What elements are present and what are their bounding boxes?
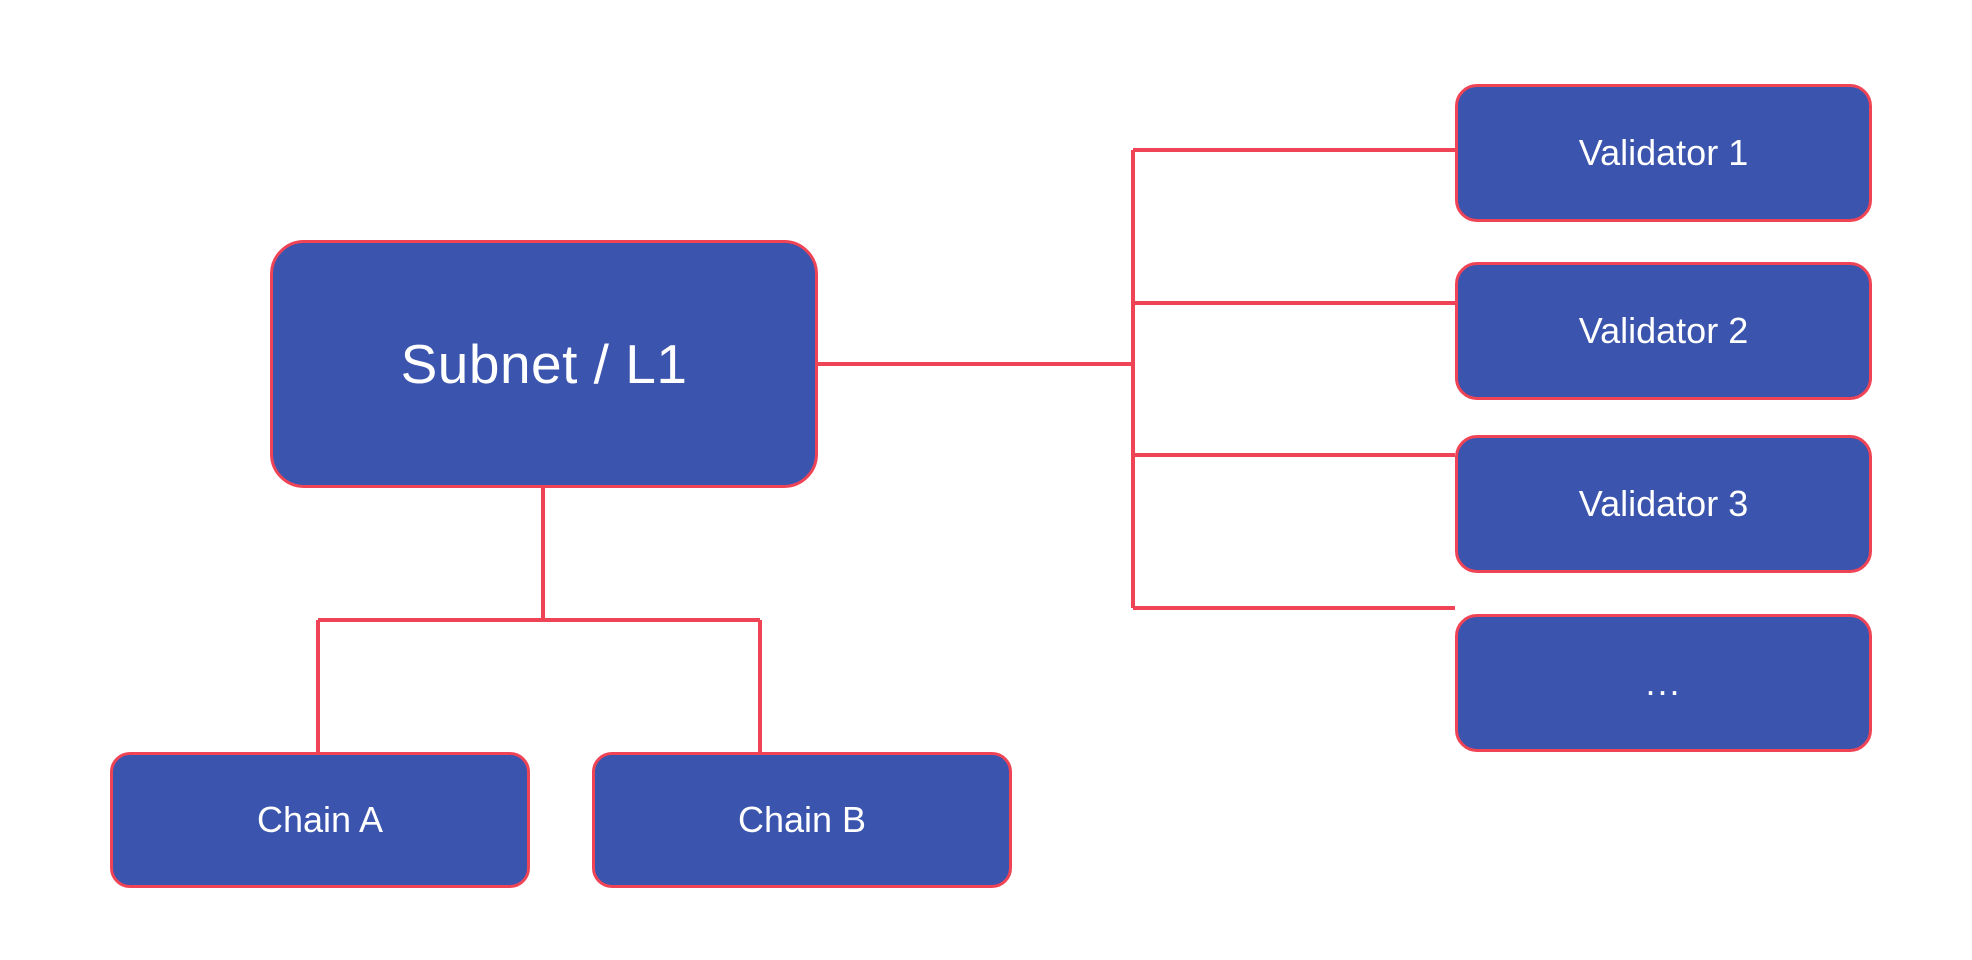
node-subnet-l1[interactable]: Subnet / L1 — [270, 240, 818, 488]
node-validator-3[interactable]: Validator 3 — [1455, 435, 1872, 573]
node-chain-b[interactable]: Chain B — [592, 752, 1012, 888]
node-validator-2-label: Validator 2 — [1578, 310, 1749, 352]
node-validator-1[interactable]: Validator 1 — [1455, 84, 1872, 222]
node-validator-1-label: Validator 1 — [1578, 132, 1749, 174]
node-validator-more[interactable]: ... — [1455, 614, 1872, 752]
node-chain-b-label: Chain B — [737, 799, 867, 841]
node-subnet-l1-label: Subnet / L1 — [400, 332, 688, 395]
node-validator-2[interactable]: Validator 2 — [1455, 262, 1872, 400]
node-validator-more-label: ... — [1645, 662, 1682, 704]
node-chain-a[interactable]: Chain A — [110, 752, 530, 888]
node-validator-3-label: Validator 3 — [1578, 483, 1749, 525]
node-chain-a-label: Chain A — [256, 799, 384, 841]
